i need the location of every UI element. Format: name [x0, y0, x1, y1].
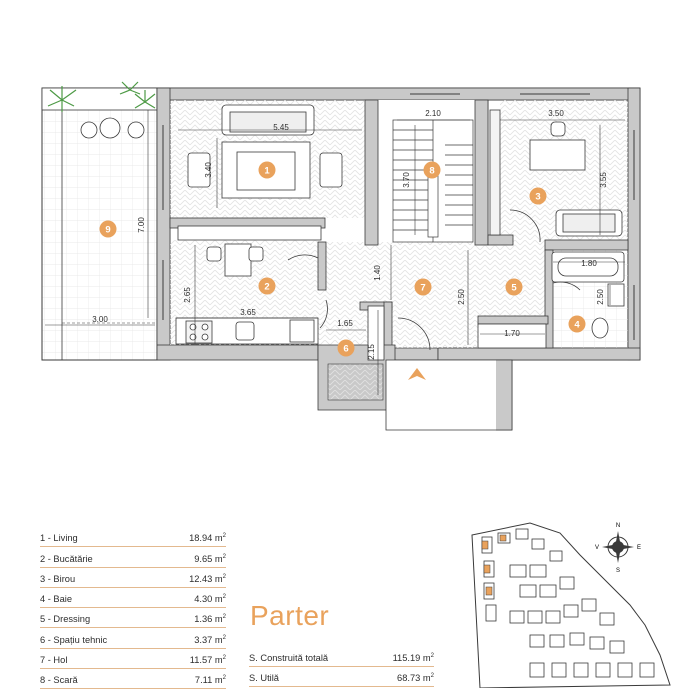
living-furniture: [187, 104, 343, 277]
dimension-label: 2.50: [457, 289, 466, 305]
compass-n: N: [616, 523, 620, 529]
compass-w: V: [595, 545, 599, 551]
bathroom-fixtures: [551, 251, 625, 339]
room-area: 3.37 m2: [194, 634, 226, 645]
room-area: 9.65 m2: [194, 553, 226, 564]
usable-area-row: S. Utilă 68.73 m2: [249, 667, 434, 687]
room-marker: [529, 187, 547, 205]
dimension-label: 2.50: [596, 289, 605, 305]
site-plan: N S E V: [471, 522, 671, 688]
usable-area-value: 68.73 m2: [397, 672, 434, 683]
room-row: 6 - Spațiu tehnic 3.37 m2: [40, 628, 226, 649]
room-marker-label: 7: [420, 283, 425, 294]
kitchen-counter: [175, 317, 319, 345]
dimension-label: 2.10: [425, 109, 441, 118]
dimension-label: 3.00: [92, 315, 108, 324]
room-row: 3 - Birou 12.43 m2: [40, 568, 226, 588]
room-marker: [505, 278, 523, 296]
dimension-label: 3.50: [548, 109, 564, 118]
room-name: 5 - Dressing: [40, 614, 91, 625]
dimension-label: 3.65: [240, 308, 256, 317]
dimension-label: 2.15: [367, 344, 376, 360]
room-name: 8 - Scară: [40, 675, 78, 686]
room-marker-label: 9: [105, 225, 110, 236]
room-area: 12.43 m2: [189, 573, 226, 584]
room-marker-label: 4: [574, 320, 580, 331]
office-furniture: [489, 109, 623, 237]
room-marker-label: 8: [429, 166, 434, 177]
room-marker: [337, 339, 355, 357]
dimension-lines: [45, 110, 625, 395]
room-schedule: 1 - Living 18.94 m2 2 - Bucătărie 9.65 m2 3 …: [40, 527, 226, 689]
room-name: 3 - Birou: [40, 573, 76, 584]
dimension-label: 5.45: [273, 123, 289, 132]
entrance-arrow-icon: [408, 368, 426, 380]
room-marker-label: 5: [511, 283, 517, 294]
dimension-label: 1.70: [504, 329, 520, 338]
room-name: 4 - Baie: [40, 594, 73, 605]
room-marker-label: 6: [343, 344, 348, 355]
total-area-row: S. Construită totală 115.19 m2: [249, 647, 434, 667]
room-marker: [414, 278, 432, 296]
room-marker-label: 3: [535, 192, 540, 203]
compass-s: S: [616, 568, 620, 574]
room-row: 1 - Living 18.94 m2: [40, 527, 226, 548]
total-area-label: S. Construită totală: [249, 653, 329, 663]
total-area-value: 115.19 m2: [392, 652, 434, 663]
room-row: 7 - Hol 11.57 m2: [40, 649, 226, 670]
compass-icon: N S E V: [595, 523, 641, 574]
dimension-label: 1.80: [581, 259, 597, 268]
room-name: 2 - Bucătărie: [40, 553, 93, 564]
room-row: 5 - Dressing 1.36 m2: [40, 608, 226, 629]
floor-plan: 5.45 3.40 2.10 3.70 3.50 3.55 7.00 3.00 2.65 3.65…: [41, 81, 641, 431]
room-marker-label: 1: [264, 166, 270, 177]
room-name: 7 - Hol: [40, 655, 68, 666]
dimension-label: 7.00: [137, 217, 146, 233]
room-name: 6 - Spațiu tehnic: [40, 634, 108, 645]
room-row: 4 - Baie 4.30 m2: [40, 588, 226, 609]
windows: [162, 93, 635, 340]
room-marker: [258, 161, 276, 179]
room-area: 11.57 m2: [189, 654, 226, 666]
dimension-label: 1.65: [337, 319, 353, 328]
plant-icon: [47, 81, 156, 112]
compass-e: E: [637, 545, 641, 551]
room-area: 1.36 m2: [194, 614, 226, 625]
room-area: 18.94 m2: [189, 533, 226, 544]
room-marker: [568, 315, 586, 333]
room-area: 7.11 m2: [194, 675, 226, 686]
dimension-label: 3.55: [599, 172, 608, 188]
dimension-label: 1.40: [373, 265, 382, 281]
room-marker: [423, 161, 441, 179]
room-marker: [99, 220, 117, 238]
room-row: 8 - Scară 7.11 m2: [40, 669, 226, 689]
room-row: 2 - Bucătărie 9.65 m2: [40, 547, 226, 568]
terrace-furniture: [80, 117, 145, 139]
dimension-label: 2.65: [183, 287, 192, 303]
staircase: [392, 119, 474, 243]
room-area: 4.30 m2: [194, 594, 226, 605]
doors: [287, 209, 581, 351]
dimension-label: 3.40: [204, 162, 213, 178]
room-marker-label: 2: [264, 282, 269, 293]
usable-area-label: S. Utilă: [249, 673, 279, 683]
room-marker: [258, 277, 276, 295]
room-name: 1 - Living: [40, 533, 78, 544]
dimension-label: 3.70: [402, 172, 411, 188]
floor-title: Parter: [250, 600, 330, 631]
